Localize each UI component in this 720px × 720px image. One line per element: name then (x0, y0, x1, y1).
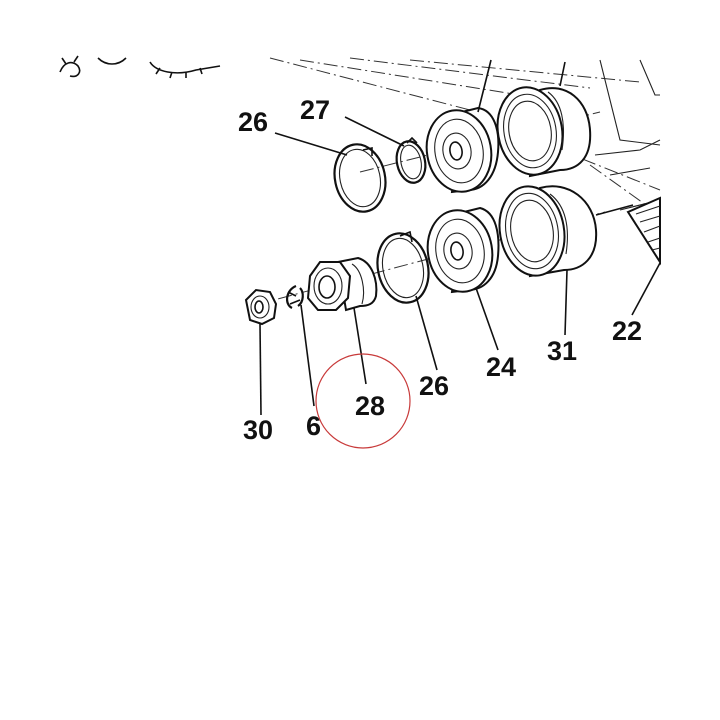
bearing-cup-upper (496, 86, 592, 178)
leader-lines (259, 59, 661, 416)
housing-22 (626, 196, 661, 266)
bearing-upper (425, 106, 500, 194)
circlip-6 (286, 284, 304, 309)
callout-30: 30 (243, 415, 273, 445)
snap-ring-26-lower (376, 230, 430, 304)
snap-ring-26-upper (333, 143, 387, 213)
callout-26-upper: 26 (238, 107, 268, 137)
housing-outline (269, 57, 661, 216)
callout-24: 24 (486, 352, 516, 382)
callout-26-lower: 26 (419, 371, 449, 401)
highlight-circle (315, 353, 411, 449)
bearing-24 (426, 206, 500, 294)
callout-22: 22 (612, 316, 642, 346)
callout-31: 31 (547, 336, 577, 366)
callout-6: 6 (306, 411, 321, 441)
hex-nut-28 (306, 256, 378, 312)
callout-28: 28 (355, 391, 385, 421)
callout-27: 27 (300, 95, 330, 125)
bearing-cup-31 (498, 185, 598, 278)
flange-nut-30 (244, 288, 278, 326)
circlip-27 (395, 136, 427, 184)
gear-fragment (59, 55, 221, 79)
